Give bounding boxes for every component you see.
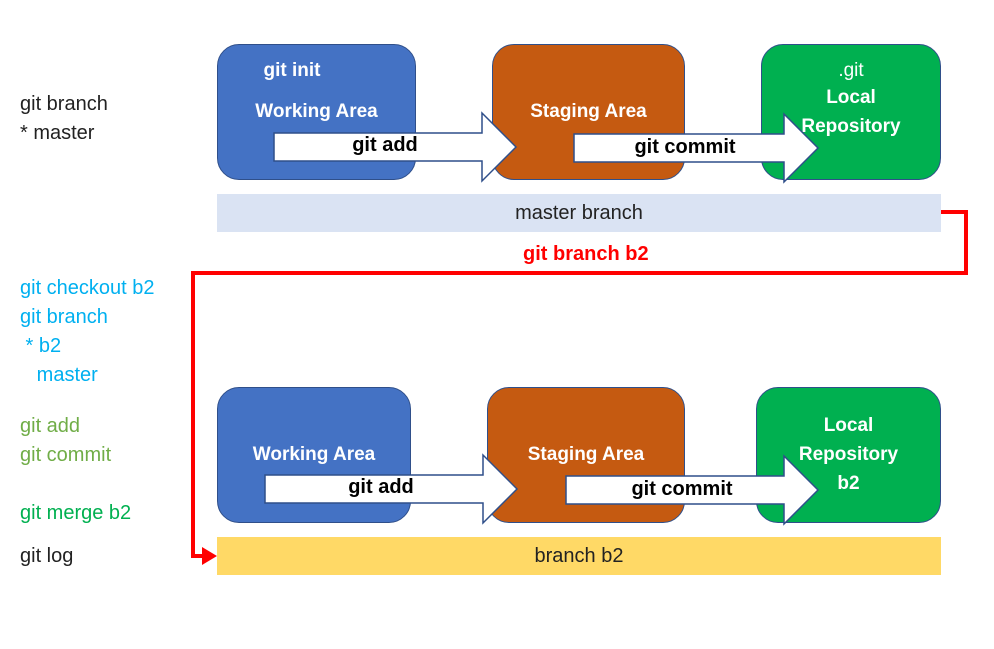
cmd-git-branch-2: git branch — [20, 306, 108, 328]
branch-b2-bar: branch b2 — [217, 537, 941, 575]
top-working-area-label: Working Area — [255, 101, 378, 122]
bottom-git-add-label: git add — [348, 476, 414, 498]
bottom-git-commit-arrow — [565, 454, 820, 526]
cmd-git-commit: git commit — [20, 444, 112, 466]
top-git-add-label: git add — [352, 134, 418, 156]
top-git-init-label: git init — [263, 60, 321, 81]
top-local-label: Local — [826, 87, 876, 108]
bottom-git-add-arrow — [264, 453, 519, 525]
cmd-b2-current: * b2 — [20, 335, 62, 357]
bottom-working-area-label: Working Area — [252, 444, 376, 465]
bottom-b2-label: b2 — [837, 473, 860, 494]
cmd-master-listed: master — [20, 364, 98, 386]
bottom-staging-area-label: Staging Area — [527, 444, 645, 465]
top-staging-area-label: Staging Area — [530, 101, 647, 122]
cmd-git-log: git log — [20, 545, 74, 567]
top-repository-label: Repository — [801, 116, 901, 137]
cmd-master-current: * master — [20, 122, 95, 144]
master-branch-label: master branch — [515, 201, 643, 224]
bottom-git-commit-label: git commit — [631, 478, 733, 500]
git-branch-b2-label: git branch b2 — [523, 243, 649, 265]
cmd-git-checkout-b2: git checkout b2 — [20, 277, 155, 299]
branch-b2-label: branch b2 — [534, 544, 624, 567]
bottom-local-label: Local — [823, 415, 874, 436]
top-git-commit-arrow — [573, 112, 820, 184]
cmd-git-add: git add — [20, 415, 81, 437]
cmd-git-merge-b2: git merge b2 — [20, 502, 132, 524]
master-branch-bar: master branch — [217, 194, 941, 232]
cmd-git-branch: git branch — [20, 93, 108, 115]
top-git-add-arrow — [273, 111, 518, 183]
bottom-repository-label: Repository — [798, 444, 899, 465]
top-dot-git-label: .git — [838, 60, 864, 81]
top-git-commit-label: git commit — [634, 136, 736, 158]
